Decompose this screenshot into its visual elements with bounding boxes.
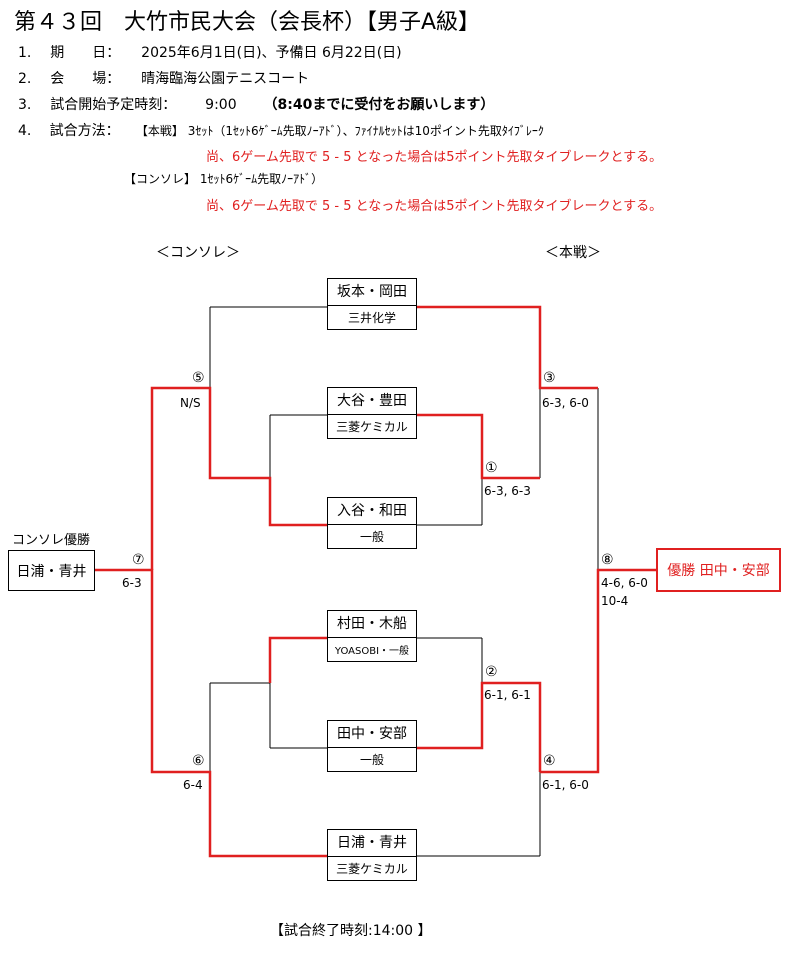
player-name: 大谷・豊田 xyxy=(328,388,416,415)
row-value: 【本戦】 3ｾｯﾄ（1ｾｯﾄ6ｹﾞｰﾑ先取ﾉｰｱﾄﾞ）、ﾌｧｲﾅﾙｾｯﾄは10ポ… xyxy=(135,124,544,138)
main-draw-header: ＜本戦＞ xyxy=(545,245,601,261)
info-row-venue: 2. 会 場： 晴海臨海公園テニスコート xyxy=(18,68,309,88)
match-number-4: ④ xyxy=(543,753,556,769)
row-number: 1. xyxy=(18,45,32,61)
player-affiliation: 三井化学 xyxy=(347,310,396,325)
consolation-rule: 【コンソレ】 1ｾｯﾄ6ｹﾞｰﾑ先取ﾉｰｱﾄﾞ） xyxy=(124,172,324,186)
consolation-header: ＜コンソレ＞ xyxy=(156,245,240,261)
player-name: 入谷・和田 xyxy=(328,498,416,525)
player-name: 日浦・青井 xyxy=(328,830,416,857)
tiebreak-note-main: 尚、6ゲーム先取で 5 - 5 となった場合は5ポイント先取タイブレークとする。 xyxy=(206,150,663,165)
row-label: 試合開始予定時刻： xyxy=(50,97,177,113)
match-number-1: ① xyxy=(485,460,498,476)
player-name: 村田・木船 xyxy=(328,611,416,638)
player-box-murata-kifune: 村田・木船 YOASOBI・一般 xyxy=(327,610,417,662)
reception-note: （8:40までに受付をお願いします） xyxy=(263,97,495,113)
consolation-winner-label: コンソレ優勝 xyxy=(12,533,91,548)
row-number: 3. xyxy=(18,97,32,113)
bracket-winner-lines xyxy=(94,305,656,858)
info-row-date: 1. 期 日： 2025年6月1日(日)、予備日 6月22日(日) xyxy=(18,42,402,62)
bracket-black-lines xyxy=(209,306,599,857)
player-box-hiura-aoi: 日浦・青井 三菱ケミカル xyxy=(327,829,417,881)
row-value: 9:00 xyxy=(205,97,237,113)
page-title: 第４３回 大竹市民大会（会長杯）【男子A級】 xyxy=(14,10,481,35)
score-match-1: 6-3, 6-3 xyxy=(484,484,531,498)
row-number: 2. xyxy=(18,71,32,87)
score-match-8-tiebreak: 10-4 xyxy=(601,594,629,608)
match-number-2: ② xyxy=(485,664,498,680)
player-affiliation: YOASOBI・一般 xyxy=(334,645,410,657)
player-name: 坂本・岡田 xyxy=(328,279,416,306)
player-box-iriya-wada: 入谷・和田 一般 xyxy=(327,497,417,549)
score-match-6: 6-4 xyxy=(183,778,203,792)
info-row-format: 4. 試合方法： 【本戦】 3ｾｯﾄ（1ｾｯﾄ6ｹﾞｰﾑ先取ﾉｰｱﾄﾞ）、ﾌｧｲ… xyxy=(18,120,544,140)
score-match-3: 6-3, 6-0 xyxy=(542,396,589,410)
match-number-3: ③ xyxy=(543,370,556,386)
score-match-5: N/S xyxy=(180,396,201,410)
info-row-start-time: 3. 試合開始予定時刻： 9:00 （8:40までに受付をお願いします） xyxy=(18,94,494,114)
row-label: 会 場： xyxy=(50,71,121,87)
player-affiliation: 一般 xyxy=(359,529,384,544)
player-box-sakamoto-okada: 坂本・岡田 三井化学 xyxy=(327,278,417,330)
score-match-2: 6-1, 6-1 xyxy=(484,688,531,702)
player-name: 田中・安部 xyxy=(328,721,416,748)
match-number-6: ⑥ xyxy=(192,753,205,769)
row-number: 4. xyxy=(18,123,32,139)
consolation-winner-box: 日浦・青井 xyxy=(8,550,95,591)
score-match-4: 6-1, 6-0 xyxy=(542,778,589,792)
row-label: 期 日： xyxy=(50,45,121,61)
player-box-tanaka-abe: 田中・安部 一般 xyxy=(327,720,417,772)
player-affiliation: 三菱ケミカル xyxy=(336,419,408,434)
match-number-7: ⑦ xyxy=(132,552,145,568)
match-number-5: ⑤ xyxy=(192,370,205,386)
end-time: 【試合終了時刻:14:00 】 xyxy=(270,923,432,939)
tiebreak-note-consolation: 尚、6ゲーム先取で 5 - 5 となった場合は5ポイント先取タイブレークとする。 xyxy=(206,199,663,214)
score-match-7: 6-3 xyxy=(122,576,142,590)
champion-box: 優勝 田中・安部 xyxy=(656,548,781,592)
player-affiliation: 一般 xyxy=(359,752,384,767)
row-value: 2025年6月1日(日)、予備日 6月22日(日) xyxy=(141,45,402,61)
score-match-8: 4-6, 6-0 xyxy=(601,576,648,590)
row-label: 試合方法： xyxy=(49,123,120,139)
player-box-otani-toyoda: 大谷・豊田 三菱ケミカル xyxy=(327,387,417,439)
row-value: 晴海臨海公園テニスコート xyxy=(141,71,310,87)
match-number-8: ⑧ xyxy=(601,552,614,568)
player-affiliation: 三菱ケミカル xyxy=(336,861,408,876)
